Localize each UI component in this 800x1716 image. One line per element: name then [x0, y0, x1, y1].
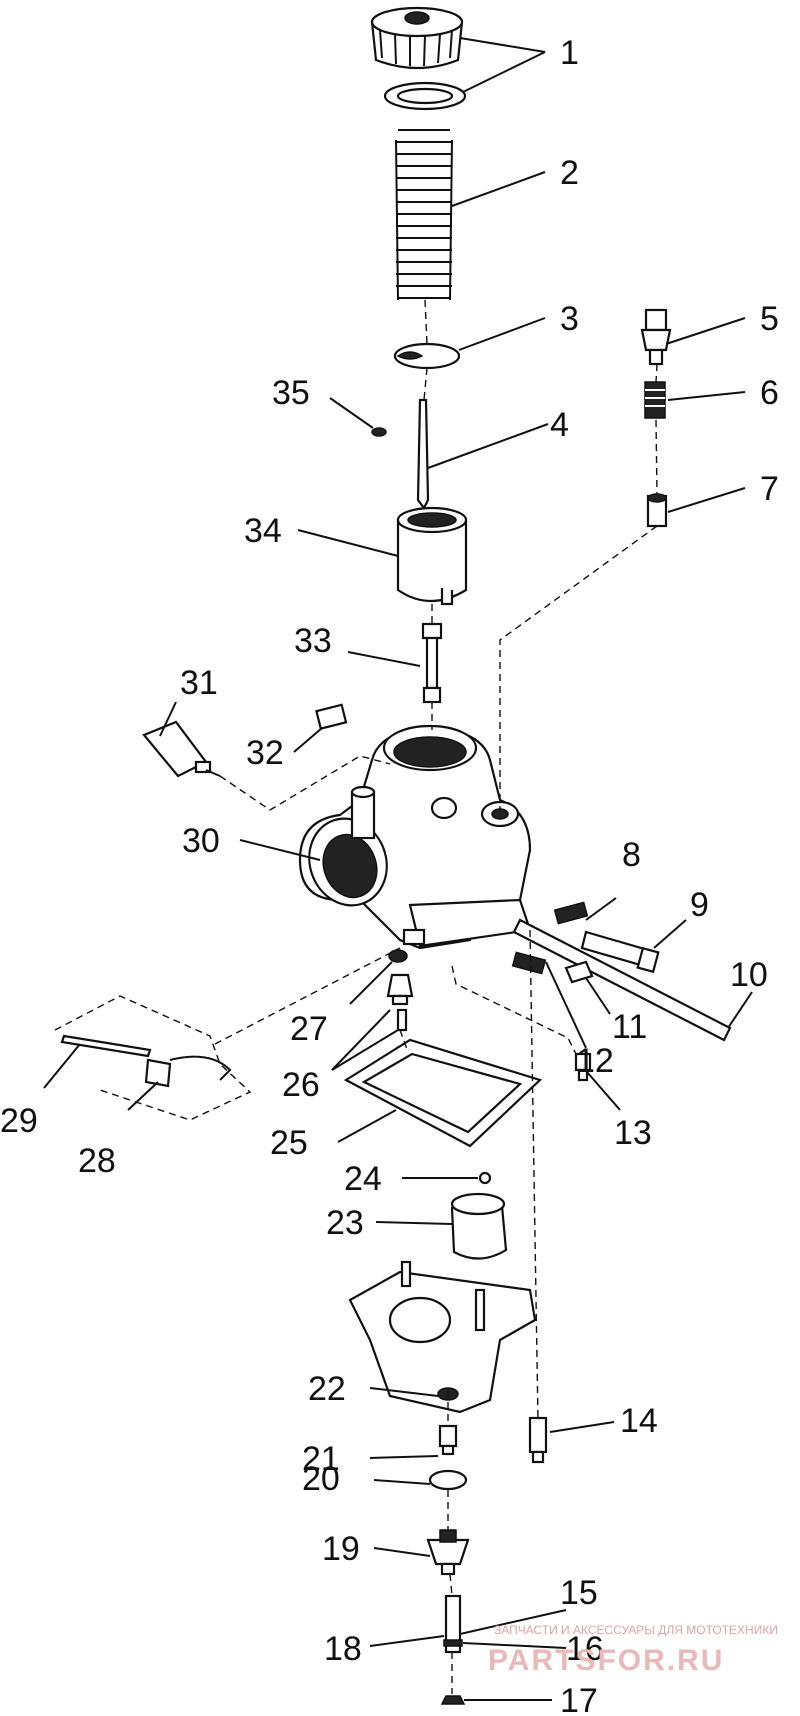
- callout-17: 17: [560, 1682, 598, 1716]
- part-9-throttle-stop-screw: [580, 930, 660, 974]
- callout-15: 15: [560, 1574, 598, 1612]
- part-4-jet-needle: [416, 398, 430, 511]
- callout-2: 2: [560, 154, 579, 192]
- callout-33: 33: [294, 622, 332, 660]
- callout-23: 23: [326, 1204, 364, 1242]
- part-23-float: [450, 1192, 508, 1260]
- callout-1: 1: [560, 34, 579, 72]
- part-15-pin: [444, 1594, 462, 1654]
- part-31-choke-plunger: [142, 720, 221, 778]
- part-32-plug: [315, 703, 348, 730]
- part-30-carburetor-body: [298, 724, 532, 950]
- part-14-screw: [528, 1416, 548, 1464]
- part-28-tube-fitting: [144, 1055, 232, 1088]
- part-1-cap-and-gasket: [370, 6, 467, 111]
- callout-22: 22: [308, 1370, 346, 1408]
- part-24-float-pin: [478, 1171, 492, 1185]
- callout-11: 11: [612, 1008, 647, 1046]
- watermark-tagline: ЗАПЧАСТИ И АКСЕССУАРЫ ДЛЯ МОТОТЕХНИКИ: [494, 1623, 778, 1637]
- callout-29: 29: [0, 1102, 38, 1140]
- part-7-pilot-screw: [646, 493, 668, 528]
- callout-19: 19: [322, 1530, 360, 1568]
- part-35-e-clip: [371, 427, 387, 437]
- part-3-clip: [393, 342, 461, 370]
- part-17-nut: [440, 1695, 466, 1705]
- float-bowl: [348, 1260, 537, 1414]
- callout-14: 14: [620, 1402, 658, 1440]
- part-13-screw: [574, 1052, 592, 1082]
- part-27-washer: [388, 949, 408, 963]
- part-10-throttle-shaft: [512, 918, 732, 1042]
- callout-7: 7: [760, 470, 779, 508]
- part-33-needle-jet: [421, 622, 443, 704]
- callout-leader-lines: [43, 37, 753, 1701]
- callout-13: 13: [614, 1114, 652, 1152]
- part-29-pin: [60, 1034, 152, 1058]
- part-20-gasket: [428, 1469, 468, 1491]
- callout-21: 21: [302, 1440, 340, 1478]
- callout-28: 28: [78, 1142, 116, 1180]
- watermark: ЗАПЧАСТИ И АКСЕССУАРЫ ДЛЯ МОТОТЕХНИКИ PA…: [488, 1623, 778, 1677]
- callout-6: 6: [760, 374, 779, 412]
- part-16-collar: [443, 1639, 463, 1647]
- part-6-pilot-spring: [644, 381, 666, 419]
- callout-5: 5: [760, 300, 779, 338]
- callout-10: 10: [730, 956, 768, 994]
- assembly-guide-lines: [54, 299, 658, 1694]
- callout-20: 20: [302, 1460, 340, 1498]
- callout-25: 25: [270, 1124, 308, 1162]
- callout-4: 4: [550, 406, 569, 444]
- part-5-pilot-air-jet: [640, 308, 672, 366]
- callout-34: 34: [244, 512, 282, 550]
- part-34-throttle-slide: [396, 506, 468, 606]
- callout-8: 8: [622, 836, 641, 874]
- part-8-throttle-stop-spring: [553, 901, 589, 925]
- part-26-needle-valve-and-seat: [386, 973, 414, 1032]
- callout-16: 16: [566, 1630, 604, 1668]
- callout-12: 12: [576, 1042, 614, 1080]
- callout-18: 18: [324, 1630, 362, 1668]
- callout-30: 30: [182, 822, 220, 860]
- callout-3: 3: [560, 300, 579, 338]
- part-12-spring: [511, 951, 547, 975]
- part-2-spring: [395, 129, 453, 301]
- part-25-float-bowl-gasket: [343, 1038, 543, 1148]
- callout-labels: 1 2 3 4 5 6 7 8 9 10 11 12 13 14 15 16 1…: [0, 34, 779, 1716]
- callout-9: 9: [690, 886, 709, 924]
- part-21-main-jet: [438, 1424, 458, 1456]
- watermark-brand: PARTSFOR.RU: [488, 1644, 724, 1677]
- callout-24: 24: [344, 1160, 382, 1198]
- callout-35: 35: [272, 374, 310, 412]
- part-11-drain-fitting: [564, 960, 594, 984]
- part-19-drain-plug: [426, 1529, 470, 1576]
- callout-32: 32: [246, 734, 284, 772]
- callout-31: 31: [180, 664, 218, 702]
- callout-26: 26: [282, 1066, 320, 1104]
- callout-27: 27: [290, 1010, 328, 1048]
